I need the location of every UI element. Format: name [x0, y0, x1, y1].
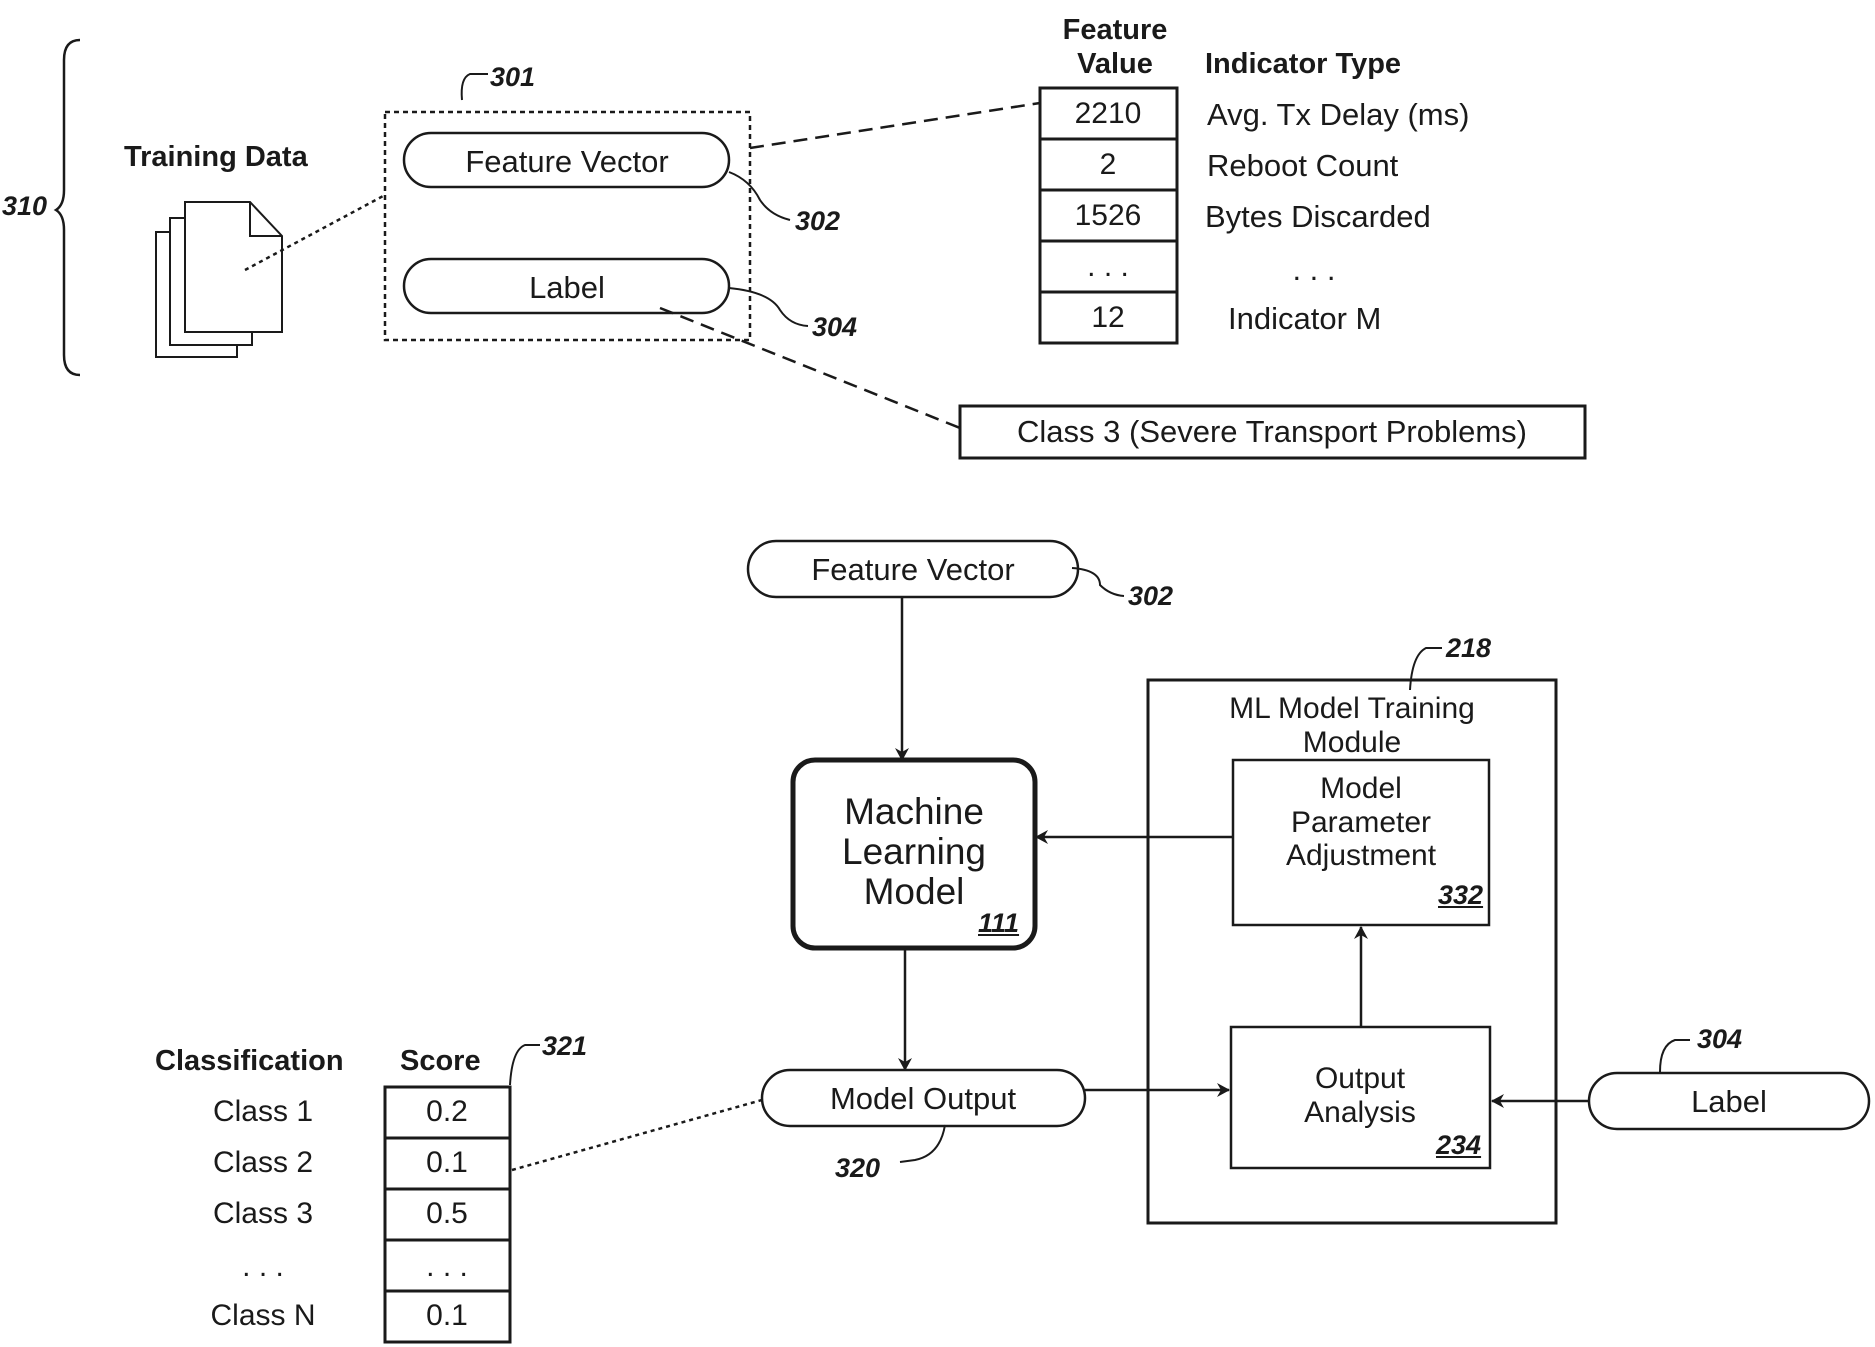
- training-module-box: [1148, 680, 1556, 1223]
- feature-value-header-line2: Value: [1077, 50, 1153, 79]
- class-score-cell: 0.1: [426, 1148, 468, 1178]
- training-data-title: Training Data: [124, 143, 308, 172]
- indicator-type-cell: Avg. Tx Delay (ms): [1207, 99, 1469, 130]
- class-name-cell: Class 2: [213, 1148, 313, 1178]
- class-score-cell: 0.1: [426, 1301, 468, 1331]
- ref-332: 332: [1438, 882, 1483, 909]
- leader-304-top: [729, 288, 808, 326]
- param-adjust-label: Model Parameter Adjustment: [1286, 772, 1436, 873]
- ref-218: 218: [1446, 635, 1491, 662]
- ref-302-flow: 302: [1128, 583, 1173, 610]
- indicator-type-cell: Bytes Discarded: [1205, 201, 1431, 232]
- ref-310: 310: [2, 193, 47, 220]
- fv-to-table-link: [750, 103, 1040, 148]
- ref-302-top: 302: [795, 208, 840, 235]
- class-label-text: Class 3 (Severe Transport Problems): [1017, 416, 1527, 447]
- feature-value-cell: 1526: [1075, 201, 1142, 231]
- indicator-type-header: Indicator Type: [1205, 50, 1401, 79]
- feature-value-cell: 12: [1091, 303, 1124, 333]
- class-name-cell: Class 3: [213, 1199, 313, 1229]
- label-pill-text: Label: [529, 272, 605, 303]
- label-flow-text: Label: [1691, 1086, 1767, 1117]
- leader-304-mid: [1660, 1040, 1690, 1072]
- class-name-cell: Class 1: [213, 1097, 313, 1127]
- ref-301: 301: [490, 64, 535, 91]
- indicator-type-cell: . . .: [1292, 254, 1335, 285]
- leader-302-mid: [1072, 568, 1124, 596]
- feature-vector-label: Feature Vector: [465, 146, 668, 177]
- score-header: Score: [400, 1047, 481, 1076]
- ref-304-top: 304: [812, 314, 857, 341]
- feature-value-cell: 2: [1100, 150, 1117, 180]
- feature-value-cell: . . .: [1087, 252, 1129, 282]
- leader-320: [900, 1125, 945, 1162]
- training-module-title: ML Model Training Module: [1229, 692, 1475, 759]
- feature-value-header-line1: Feature: [1063, 16, 1168, 45]
- class-score-cell: 0.5: [426, 1199, 468, 1229]
- classification-header: Classification: [155, 1047, 344, 1076]
- class-name-cell: . . .: [242, 1252, 284, 1282]
- ref-111: 111: [978, 910, 1019, 937]
- class-score-cell: 0.2: [426, 1097, 468, 1127]
- feature-vector-flow-label: Feature Vector: [811, 554, 1014, 585]
- model-output-label: Model Output: [830, 1083, 1016, 1114]
- leader-301: [462, 74, 488, 100]
- scores-to-output-link: [512, 1100, 762, 1170]
- training-data-document-icon: [156, 202, 282, 357]
- output-analysis-label: Output Analysis: [1304, 1062, 1416, 1129]
- leader-218: [1410, 648, 1442, 690]
- ref-304-flow: 304: [1697, 1026, 1742, 1053]
- feature-value-cell: 2210: [1075, 99, 1142, 129]
- ref-234: 234: [1436, 1132, 1481, 1159]
- indicator-type-cell: Reboot Count: [1207, 150, 1398, 181]
- class-name-cell: Class N: [210, 1301, 315, 1331]
- leader-302-top: [729, 172, 790, 220]
- class-score-cell: . . .: [426, 1252, 468, 1282]
- group-brace: [56, 40, 80, 375]
- ml-model-label: Machine Learning Model: [842, 792, 986, 912]
- ref-321: 321: [542, 1033, 587, 1060]
- ref-320: 320: [835, 1155, 880, 1182]
- label-to-class-link: [660, 308, 960, 428]
- indicator-type-cell: Indicator M: [1228, 303, 1381, 334]
- leader-321: [510, 1045, 540, 1085]
